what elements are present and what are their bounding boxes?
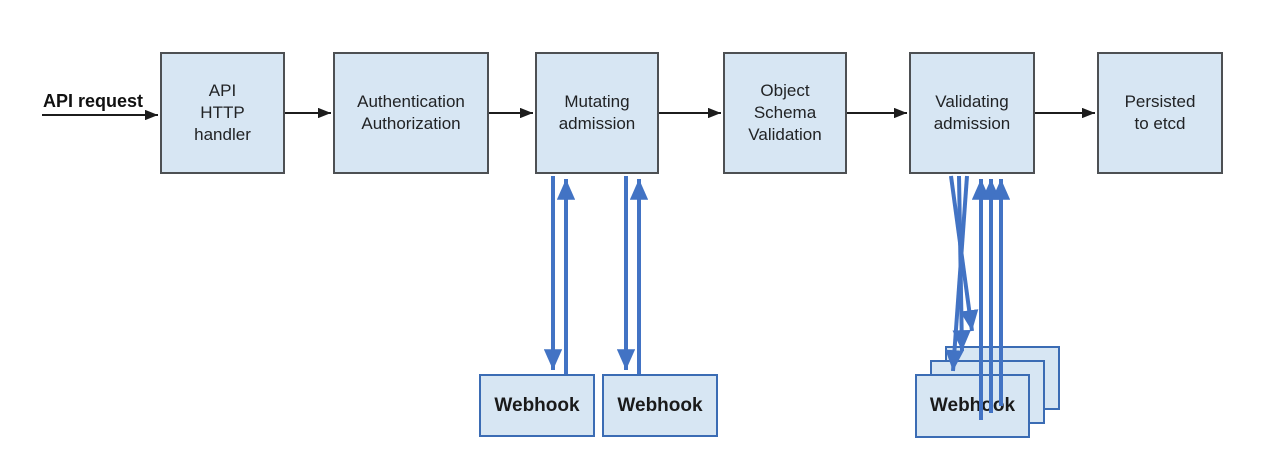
stage-label: Authentication Authorization <box>357 92 465 133</box>
mutating-webhook-box-1: Webhook <box>479 374 595 437</box>
api-request-label: API request <box>43 91 144 111</box>
stage-label: API HTTP handler <box>194 81 251 144</box>
arrow-validating-call-3 <box>945 175 969 372</box>
stage-validating-admission: Validating admission <box>909 52 1035 174</box>
stage-label: Validating admission <box>933 92 1011 133</box>
validating-webhook-box-front: Webhook <box>915 374 1030 438</box>
stage-label: Persisted to etcd <box>1124 92 1196 133</box>
stage-mutating-admission: Mutating admission <box>535 52 659 174</box>
stage-label: Mutating admission <box>558 92 636 133</box>
stage-object-schema-validation: Object Schema Validation <box>723 52 847 174</box>
mutating-webhook-arrows <box>543 176 649 374</box>
stage-persisted-to-etcd: Persisted to etcd <box>1097 52 1223 174</box>
stage-api-http-handler: API HTTP handler <box>160 52 285 174</box>
webhook-label: Webhook <box>929 395 1016 416</box>
webhook-label: Webhook <box>494 394 580 416</box>
arrow-validating-call-1 <box>949 175 979 332</box>
mutating-webhook-box-2: Webhook <box>602 374 718 437</box>
arrow-validating-call-2 <box>952 175 971 352</box>
webhook-label: Webhook <box>617 394 703 416</box>
stage-label: Object Schema Validation <box>748 81 822 144</box>
stage-authentication-authorization: Authentication Authorization <box>333 52 489 174</box>
